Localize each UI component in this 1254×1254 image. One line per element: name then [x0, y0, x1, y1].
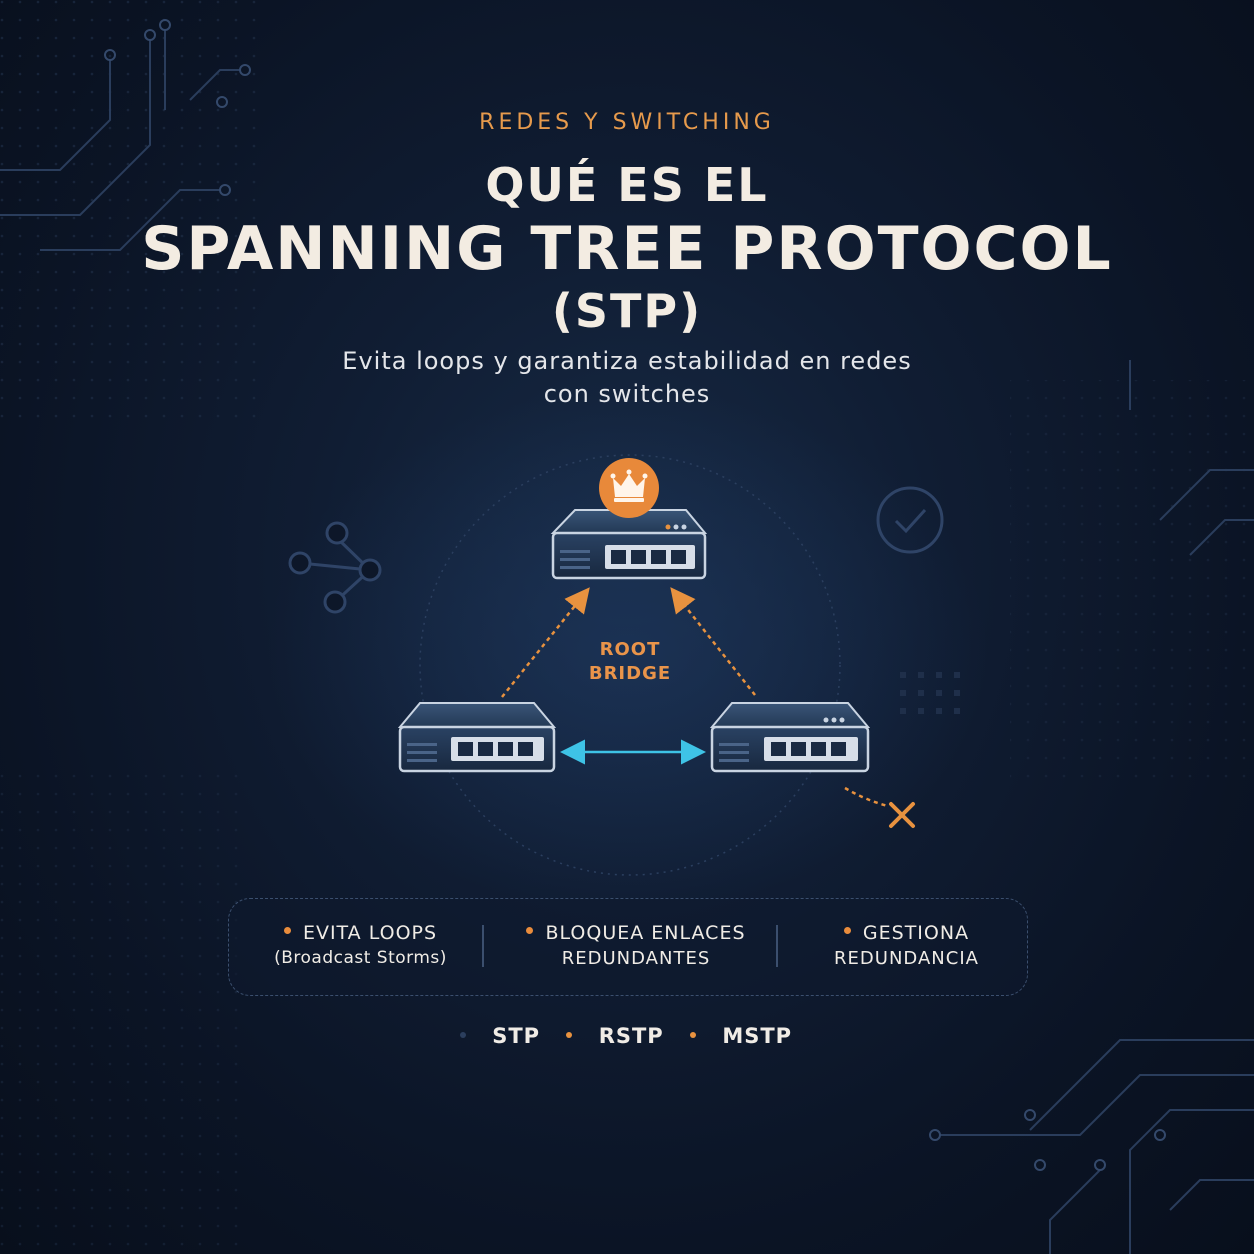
share-nodes-icon: [288, 521, 382, 614]
subtitle: Evita loops y garantiza estabilidad en r…: [0, 345, 1254, 411]
feature-item: BLOQUEA ENLACES REDUNDANTES: [491, 921, 781, 971]
root-bridge-switch: [550, 509, 708, 580]
x-icon: [889, 802, 915, 828]
protocol-stp: STP: [492, 1024, 541, 1048]
feature-title: EVITA LOOPS: [302, 922, 438, 944]
feature-detail: REDUNDANTES: [561, 948, 711, 969]
link-left-to-root: [501, 587, 590, 698]
feature-item: GESTIONA REDUNDANCIA: [794, 921, 1019, 971]
subtitle-line-2: con switches: [543, 380, 711, 408]
bullet-dot: [526, 927, 534, 934]
features-panel: EVITA LOOPS (Broadcast Storms) BLOQUEA E…: [228, 898, 1028, 996]
feature-item: EVITA LOOPS (Broadcast Storms): [243, 921, 478, 971]
blocked-link: [844, 786, 889, 808]
bullet-dot: [566, 1032, 573, 1038]
left-switch: [397, 702, 557, 773]
orbit-ring: [419, 454, 841, 876]
bullet-dot: [459, 1032, 466, 1038]
title-line-1: QUÉ ES EL: [485, 158, 769, 212]
subtitle-line-1: Evita loops y garantiza estabilidad en r…: [342, 347, 912, 375]
crown-icon: [599, 458, 659, 518]
root-label-line-2: BRIDGE: [588, 663, 672, 684]
feature-title: BLOQUEA ENLACES: [545, 922, 746, 944]
protocol-mstp: MSTP: [722, 1024, 793, 1048]
bullet-dot: [690, 1032, 697, 1038]
root-label-line-1: ROOT: [599, 639, 661, 660]
protocol-list: STP RSTP MSTP: [0, 1024, 1254, 1048]
feature-title: GESTIONA: [862, 922, 970, 944]
check-circle-icon: [876, 486, 944, 554]
right-switch: [709, 702, 871, 773]
bullet-dot: [843, 927, 851, 934]
feature-detail: REDUNDANCIA: [834, 948, 979, 969]
title-line-3: (STP): [551, 284, 703, 338]
protocol-rstp: RSTP: [598, 1024, 664, 1048]
feature-detail: (Broadcast Storms): [274, 948, 447, 968]
divider: [776, 925, 778, 967]
root-bridge-label: ROOT BRIDGE: [560, 638, 700, 686]
category-label: REDES Y SWITCHING: [479, 110, 775, 135]
title-line-2: SPANNING TREE PROTOCOL: [141, 214, 1113, 284]
bullet-dot: [283, 927, 291, 934]
divider: [482, 925, 484, 967]
